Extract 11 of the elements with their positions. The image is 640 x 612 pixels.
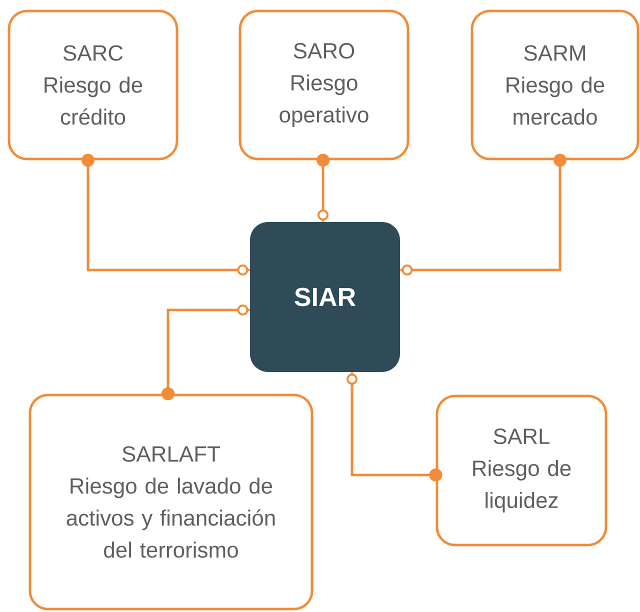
connector (346, 372, 442, 482)
risk-box: SARO Riesgo operativo (238, 10, 410, 160)
risk-box: SARLAFT Riesgo de lavado de activos y financiación del terrorismo (28, 394, 314, 610)
risk-box: SARM Riesgo de mercado (470, 10, 640, 160)
connector (162, 304, 250, 400)
risk-box: SARL Riesgo de liquidez (436, 394, 608, 546)
connector (400, 154, 566, 276)
connector (82, 154, 250, 276)
hub-box: SIAR (250, 222, 400, 372)
connector (316, 154, 330, 222)
risk-box: SARC Riesgo de crédito (8, 10, 178, 160)
